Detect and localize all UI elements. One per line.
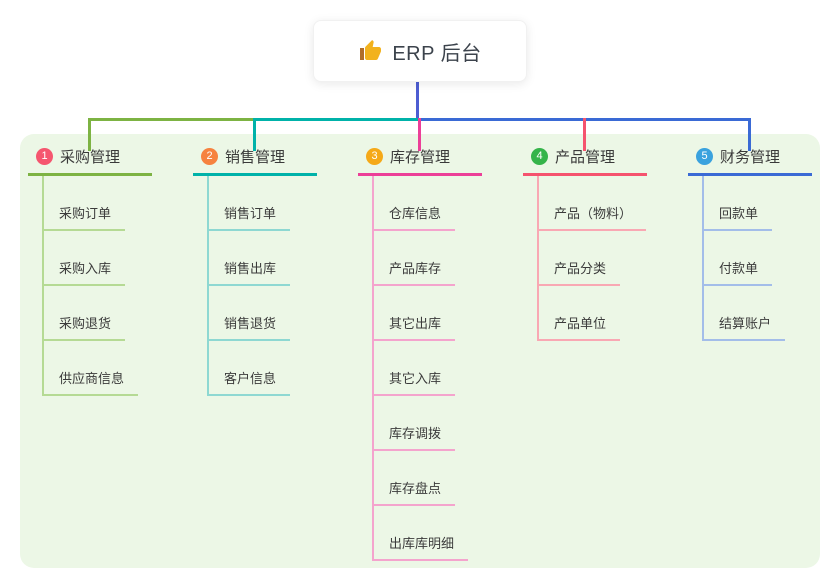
child-node-label[interactable]: 采购入库 [44,260,126,286]
connector-drop-2 [253,118,256,151]
branch-number-badge: 1 [36,148,53,165]
branch-children: 销售订单 销售出库 销售退货 客户信息 [207,176,353,396]
branch-children: 产品（物料） 产品分类 产品单位 [537,176,683,341]
child-node-label[interactable]: 销售订单 [209,205,291,231]
connector-h-mid [253,118,418,121]
child-node-label[interactable]: 产品（物料） [539,205,647,231]
child-node: 其它入库 [374,341,518,396]
branch-label: 库存管理 [390,149,451,166]
child-node: 仓库信息 [374,176,518,231]
child-node: 销售退货 [209,286,353,341]
child-node-label[interactable]: 销售退货 [209,315,291,341]
connector-drop-4 [583,118,586,151]
child-node-label[interactable]: 付款单 [704,260,773,286]
child-node-label[interactable]: 产品分类 [539,260,621,286]
child-node: 付款单 [704,231,839,286]
child-node-label[interactable]: 结算账户 [704,315,786,341]
branch-header[interactable]: 1 采购管理 [28,146,152,176]
branch-label: 产品管理 [555,149,616,166]
child-node: 结算账户 [704,286,839,341]
connector-drop-5 [748,118,751,151]
branch-children: 回款单 付款单 结算账户 [702,176,839,341]
child-node-label[interactable]: 销售出库 [209,260,291,286]
branch-4: 4 产品管理 产品（物料） 产品分类 产品单位 [523,146,683,341]
branch-children: 仓库信息 产品库存 其它出库 其它入库 库存调拨 库存盘点 出库库明细 [372,176,518,561]
child-node: 库存盘点 [374,451,518,506]
branch-1: 1 采购管理 采购订单 采购入库 采购退货 供应商信息 [28,146,188,396]
branch-3: 3 库存管理 仓库信息 产品库存 其它出库 其它入库 库存调拨 库存盘点 出库库… [358,146,518,561]
branch-5: 5 财务管理 回款单 付款单 结算账户 [688,146,839,341]
child-node: 销售订单 [209,176,353,231]
child-node-label[interactable]: 产品库存 [374,260,456,286]
child-node-label[interactable]: 客户信息 [209,370,291,396]
child-node-label[interactable]: 库存盘点 [374,480,456,506]
child-node-label[interactable]: 采购订单 [44,205,126,231]
branch-label: 销售管理 [225,149,286,166]
child-node: 采购退货 [44,286,188,341]
branch-header[interactable]: 4 产品管理 [523,146,647,176]
branch-number-badge: 4 [531,148,548,165]
branch-number-badge: 2 [201,148,218,165]
child-node: 采购订单 [44,176,188,231]
branch-2: 2 销售管理 销售订单 销售出库 销售退货 客户信息 [193,146,353,396]
child-node: 回款单 [704,176,839,231]
thumbs-up-icon [358,39,382,63]
child-node-label[interactable]: 回款单 [704,205,773,231]
child-node: 产品（物料） [539,176,683,231]
branch-number-badge: 5 [696,148,713,165]
root-node-title: ERP 后台 [392,42,482,65]
root-connector-line [416,82,419,118]
branch-number-badge: 3 [366,148,383,165]
child-node-label[interactable]: 其它出库 [374,315,456,341]
child-node: 产品库存 [374,231,518,286]
child-node: 产品分类 [539,231,683,286]
child-node-label[interactable]: 库存调拨 [374,425,456,451]
canvas-panel [20,134,820,568]
child-node-label[interactable]: 出库库明细 [374,535,469,561]
branch-header[interactable]: 3 库存管理 [358,146,482,176]
connector-drop-3 [418,118,421,151]
branch-children: 采购订单 采购入库 采购退货 供应商信息 [42,176,188,396]
child-node: 出库库明细 [374,506,518,561]
child-node-label[interactable]: 仓库信息 [374,205,456,231]
branch-header[interactable]: 2 销售管理 [193,146,317,176]
child-node-label[interactable]: 采购退货 [44,315,126,341]
connector-h-left [88,118,253,121]
child-node: 库存调拨 [374,396,518,451]
child-node: 供应商信息 [44,341,188,396]
child-node-label[interactable]: 其它入库 [374,370,456,396]
child-node: 采购入库 [44,231,188,286]
child-node: 销售出库 [209,231,353,286]
child-node-label[interactable]: 产品单位 [539,315,621,341]
branch-label: 财务管理 [720,149,781,166]
child-node: 其它出库 [374,286,518,341]
child-node: 产品单位 [539,286,683,341]
child-node: 客户信息 [209,341,353,396]
branch-label: 采购管理 [60,149,121,166]
child-node-label[interactable]: 供应商信息 [44,370,139,396]
connector-drop-1 [88,118,91,151]
branch-header[interactable]: 5 财务管理 [688,146,812,176]
root-node[interactable]: ERP 后台 [313,20,527,82]
